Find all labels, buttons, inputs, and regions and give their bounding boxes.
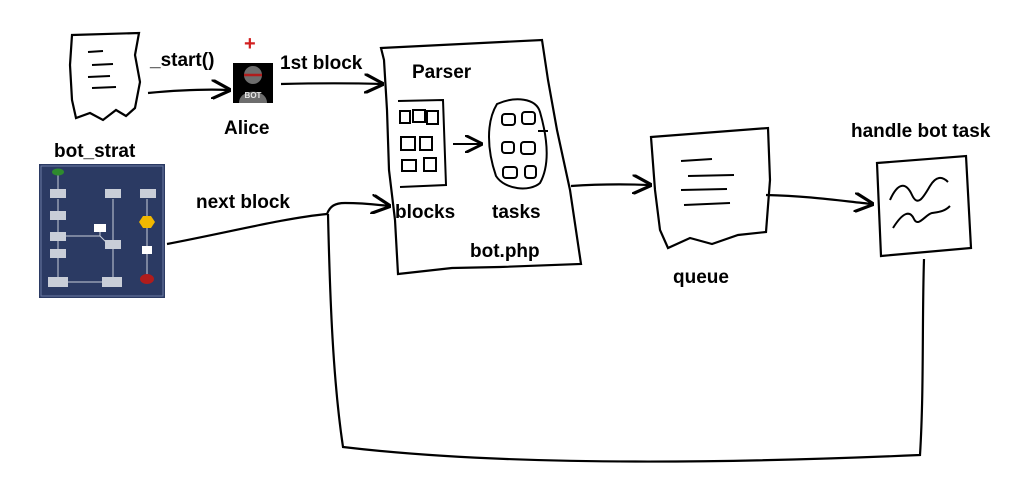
queue-document-icon [649, 126, 772, 250]
first-block-label: 1st block [280, 53, 363, 74]
arrow-start-to-alice [147, 90, 229, 93]
arrow-next-block [166, 203, 389, 246]
plus-icon: + [244, 33, 256, 55]
bot-strat-label: bot_strat [54, 141, 136, 162]
arrow-first-block [280, 83, 382, 84]
tasks-sketch-icon [488, 98, 548, 190]
bot-avatar-icon: BOT [233, 63, 273, 103]
blocks-label: blocks [395, 202, 455, 223]
alice-label: Alice [224, 118, 269, 139]
tasks-label: tasks [492, 202, 541, 223]
parser-label: Parser [412, 62, 472, 83]
bot-strat-document-icon [68, 31, 142, 122]
bot-php-label: bot.php [470, 241, 540, 262]
feedback-loop-line [326, 213, 926, 463]
flowchart-thumbnail [39, 164, 165, 298]
handle-bot-task-label: handle bot task [851, 121, 991, 142]
parser-document [379, 38, 583, 276]
next-block-label: next block [196, 192, 290, 213]
arrow-parser-to-queue [570, 184, 650, 186]
start-call-label: _start() [149, 50, 214, 71]
queue-label: queue [673, 267, 729, 288]
blocks-sketch-icon [397, 98, 448, 188]
arrow-queue-to-handler [765, 195, 872, 204]
handler-chart-icon [875, 154, 973, 258]
bot-badge-text: BOT [245, 91, 262, 100]
